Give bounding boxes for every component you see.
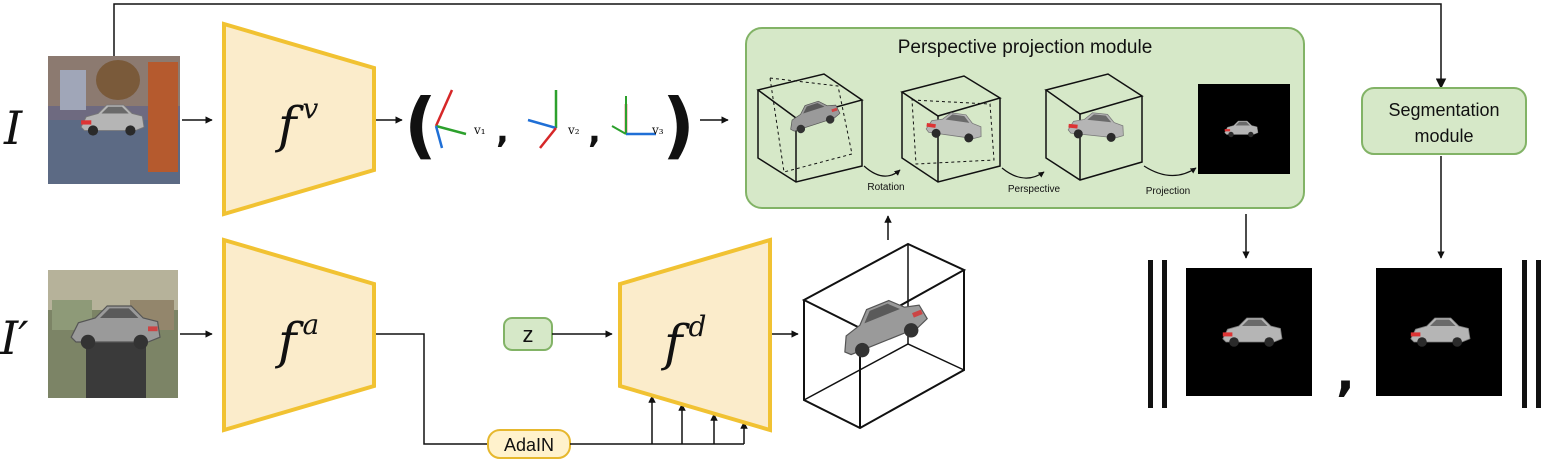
input-symbol-I-prime: I′ (0, 311, 29, 365)
segmentation-module-line2: module (1414, 126, 1473, 146)
output-separator: , (1336, 344, 1355, 402)
skip-connection-to-segmentation (113, 3, 1447, 90)
perspective-module-title: Perspective projection module (898, 37, 1153, 58)
norm-bar-left-1 (1148, 260, 1153, 408)
noise-z-label: z (523, 322, 534, 347)
perspective-arrow (1001, 167, 1045, 179)
projection-arrow (1143, 165, 1197, 177)
perspective-stage-cube (900, 75, 1002, 183)
output-projected-image (1186, 268, 1312, 396)
viewpoints-close-paren: ) (662, 83, 695, 167)
input-image-I (48, 56, 180, 184)
projected-silhouette-image (1198, 84, 1290, 174)
v1-label: v₁ (473, 123, 486, 137)
viewpoint-encoder-fv (222, 21, 376, 217)
v2-label: v₂ (567, 123, 580, 137)
step-label-perspective: Perspective (1008, 184, 1061, 195)
shape-decoder-fd (618, 237, 772, 433)
rotation-stage-cube (756, 73, 864, 183)
viewpoints-separator-1: , (496, 111, 509, 151)
rotation-arrow (863, 165, 901, 177)
axis-triad-v3: v₃ (611, 96, 664, 137)
norm-bar-right-2 (1536, 260, 1541, 408)
input-symbol-I: I (3, 101, 23, 155)
v3-label: v₃ (651, 123, 664, 137)
output-segmentation-image (1376, 268, 1502, 396)
step-label-rotation: Rotation (867, 182, 904, 193)
viewpoints-separator-2: , (588, 111, 601, 151)
adain-label: AdaIN (504, 435, 554, 455)
norm-bar-right-1 (1522, 260, 1527, 408)
appearance-encoder-fa (222, 237, 376, 433)
axis-triad-v2: v₂ (527, 90, 580, 149)
segmentation-module (1361, 87, 1527, 155)
projection-stage-cube (1044, 73, 1144, 181)
perspective-projection-module (745, 27, 1305, 209)
appearance-code-path (376, 333, 488, 445)
input-image-I-prime (48, 270, 178, 398)
viewpoints-open-paren: ( (404, 83, 437, 167)
voxel-car-cube (801, 242, 967, 430)
step-label-projection: Projection (1146, 186, 1190, 197)
norm-bar-left-2 (1162, 260, 1167, 408)
segmentation-module-line1: Segmentation (1388, 100, 1499, 120)
axis-triad-v1: v₁ (434, 89, 486, 149)
